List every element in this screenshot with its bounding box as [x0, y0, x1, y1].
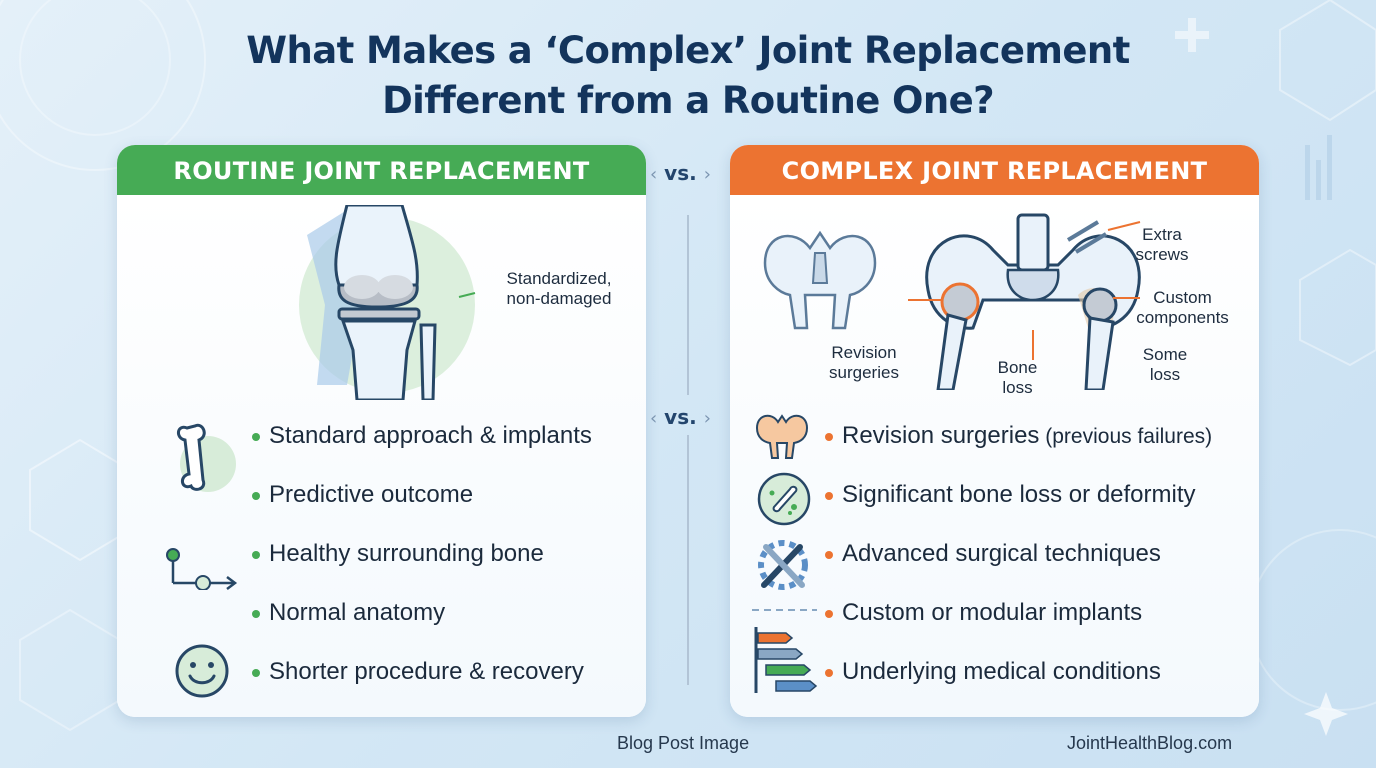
callout-some-loss: Some loss: [1142, 345, 1188, 384]
tools-gear-icon: [758, 540, 808, 590]
smiley-face-icon: [175, 644, 229, 698]
title-line-2: Different from a Routine One?: [382, 79, 994, 122]
callout-revision-surgeries: Revision surgeries: [829, 343, 899, 382]
callout-extra-screws: Extra screws: [1135, 225, 1189, 264]
complex-list: Revision surgeries (previous failures) S…: [825, 421, 1255, 716]
complex-header: COMPLEX JOINT REPLACEMENT: [730, 145, 1259, 195]
dashed-line-icon: [752, 609, 817, 611]
small-pelvis-illustration: [763, 230, 877, 330]
routine-callout: Standardized, non-damaged: [506, 269, 612, 308]
title-line-1: What Makes a ‘Complex’ Joint Replacement: [246, 29, 1130, 72]
pelvis-icon: [755, 414, 809, 459]
vs-label-top: ‹ vs. ›: [650, 161, 711, 185]
routine-body: Standardized, non-damaged Standard appro…: [117, 195, 646, 717]
complex-hip-illustration: [908, 213, 1141, 390]
page-title: What Makes a ‘Complex’ Joint Replacement…: [0, 26, 1376, 126]
flag-steps-icon: [754, 627, 818, 693]
pathway-icon: [166, 548, 238, 590]
bone-icon: [177, 423, 236, 492]
list-item: Healthy surrounding bone: [252, 539, 632, 598]
complex-panel: COMPLEX JOINT REPLACEMENT Extra screws: [730, 145, 1259, 717]
routine-list: Standard approach & implants Predictive …: [252, 421, 632, 716]
callout-custom-components: Custom components: [1136, 288, 1229, 327]
list-item: Revision surgeries (previous failures): [825, 421, 1255, 480]
knee-implant-illustration: [299, 205, 476, 400]
callout-bone-loss: Bone loss: [997, 358, 1038, 397]
bone-fragments-icon: [757, 472, 811, 526]
routine-header: ROUTINE JOINT REPLACEMENT: [117, 145, 646, 195]
vs-label-middle: ‹ vs. ›: [650, 405, 711, 429]
complex-body: Extra screws Custom components Revision …: [730, 195, 1259, 717]
list-item: Shorter procedure & recovery: [252, 657, 632, 716]
footer-right: JointHealthBlog.com: [1067, 733, 1233, 753]
vs-divider-line: [687, 215, 689, 685]
list-item: Standard approach & implants: [252, 421, 632, 480]
list-item: Significant bone loss or deformity: [825, 480, 1255, 539]
list-item: Custom or modular implants: [825, 598, 1255, 657]
list-item: Underlying medical conditions: [825, 657, 1255, 716]
list-item: Normal anatomy: [252, 598, 632, 657]
footer-left: Blog Post Image: [617, 733, 750, 753]
list-item: Predictive outcome: [252, 480, 632, 539]
routine-panel: ROUTINE JOINT REPLACEMENT Standardized, …: [117, 145, 646, 717]
list-item: Advanced surgical techniques: [825, 539, 1255, 598]
